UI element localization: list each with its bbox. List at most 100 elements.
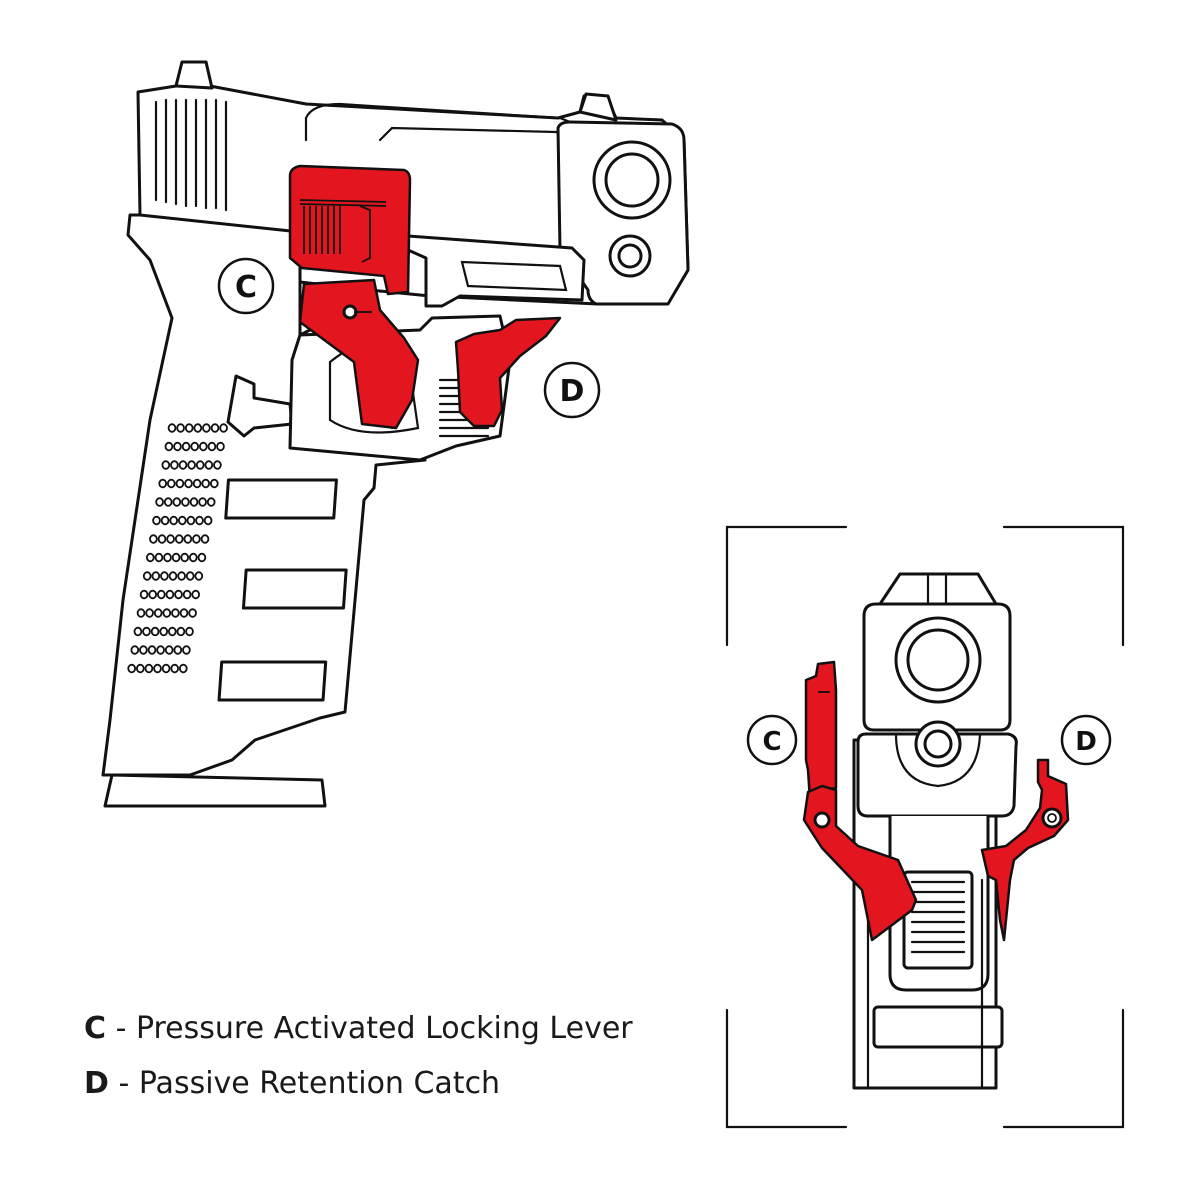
front-view-rail-inner xyxy=(923,729,953,759)
pistol-side-view: C D xyxy=(101,60,690,808)
grip-dot xyxy=(216,441,225,452)
grip-dot xyxy=(194,571,204,581)
retention-catch-front xyxy=(980,758,1070,942)
grip-dot xyxy=(181,497,190,507)
grip-dot xyxy=(178,515,187,526)
grip-dot xyxy=(164,441,174,452)
grip-dot xyxy=(152,515,161,526)
grip-dot xyxy=(150,626,160,637)
grip-dot xyxy=(189,497,199,507)
grip-dot xyxy=(206,497,216,507)
frame-rail-detail xyxy=(460,260,568,292)
grip-dot xyxy=(174,534,184,544)
grip-dot xyxy=(168,571,178,581)
callout-d-side: D xyxy=(543,361,601,419)
grip-dot xyxy=(176,423,185,433)
grip-dot xyxy=(203,515,213,526)
grip-dot xyxy=(176,626,186,637)
grip-dot xyxy=(204,460,214,470)
grip-dot xyxy=(133,626,143,637)
grip-dot xyxy=(153,663,162,674)
frame-brackets xyxy=(725,525,1125,1129)
grip-dot xyxy=(173,441,182,452)
grip-dot xyxy=(171,552,181,563)
grip-dot xyxy=(162,608,172,618)
grip-dot xyxy=(177,571,186,581)
front-view-mag-slot xyxy=(872,1005,1004,1049)
grip-dot xyxy=(179,608,189,618)
grip-dot xyxy=(161,663,171,674)
grip-dot xyxy=(142,571,152,581)
legend-text: Pressure Activated Locking Lever xyxy=(135,1011,633,1046)
lever-grip-lines xyxy=(303,206,341,254)
grip-dot xyxy=(190,441,200,452)
grip-dot xyxy=(161,460,171,470)
grip-dot xyxy=(200,534,210,544)
locking-lever-front xyxy=(802,660,918,942)
legend-separator: - xyxy=(108,1066,139,1101)
grip-dot xyxy=(151,571,161,581)
front-view-muzzle-inner xyxy=(906,628,970,692)
grip-dot xyxy=(136,608,146,618)
grip-dot xyxy=(184,478,193,489)
callout-c-side-label: C xyxy=(235,270,257,305)
grip-dot xyxy=(145,608,154,618)
grip-dot xyxy=(139,589,149,600)
grip-panel-middle xyxy=(241,568,348,610)
grip-dot xyxy=(192,478,202,489)
grip-dot xyxy=(157,534,167,544)
grip-dot xyxy=(157,589,166,600)
callout-d-front-label: D xyxy=(1075,727,1097,757)
legend-key: D xyxy=(84,1066,109,1101)
frame-rail xyxy=(406,234,586,308)
grip-dot xyxy=(155,497,164,507)
grip-texture xyxy=(127,423,228,674)
grip-dot xyxy=(147,645,157,655)
front-view-trigger xyxy=(902,870,974,970)
grip-dot xyxy=(195,515,204,526)
grip-dot xyxy=(184,423,194,433)
grip-dot xyxy=(195,460,205,470)
grip-dot xyxy=(170,663,180,674)
grip-dot xyxy=(130,645,140,655)
grip-dot xyxy=(201,478,211,489)
grip-dot xyxy=(183,534,193,544)
pistol-front-view: C D xyxy=(725,525,1125,1129)
grip-dot xyxy=(174,589,183,600)
grip-dot xyxy=(189,552,198,563)
grip-dot xyxy=(169,515,179,526)
slide-serrations xyxy=(154,98,228,212)
holster-shell xyxy=(304,102,582,142)
grip-dot xyxy=(207,441,217,452)
grip-dot xyxy=(166,534,175,544)
callout-c-front: C xyxy=(746,714,798,766)
grip-dot xyxy=(156,645,165,655)
grip-dot xyxy=(149,534,158,544)
grip-dot xyxy=(170,460,179,470)
retention-catch-side xyxy=(454,316,562,428)
grip-dot xyxy=(219,423,228,433)
grip-dot xyxy=(202,423,211,433)
grip-dot xyxy=(197,552,207,563)
grip-panel-lower xyxy=(217,660,328,702)
grip-dot xyxy=(154,552,164,563)
grip-dot xyxy=(163,552,172,563)
grip-dot xyxy=(144,663,154,674)
grip-dot xyxy=(188,608,197,618)
rear-sight xyxy=(174,60,214,90)
grip-dot xyxy=(139,645,148,655)
grip-dot xyxy=(210,478,219,489)
grip-dot xyxy=(213,460,222,470)
front-view-frame-notch xyxy=(894,732,982,788)
grip-dot xyxy=(175,478,185,489)
legend-item-d: D - Passive Retention Catch xyxy=(84,1066,500,1101)
legend-separator: - xyxy=(106,1011,136,1046)
grip-dot xyxy=(180,552,190,563)
grip-dot xyxy=(167,478,176,489)
legend-text: Passive Retention Catch xyxy=(138,1066,501,1101)
grip-dot xyxy=(160,571,169,581)
rail-inner xyxy=(617,243,643,269)
grip-dot xyxy=(158,478,168,489)
grip-dot xyxy=(192,534,201,544)
